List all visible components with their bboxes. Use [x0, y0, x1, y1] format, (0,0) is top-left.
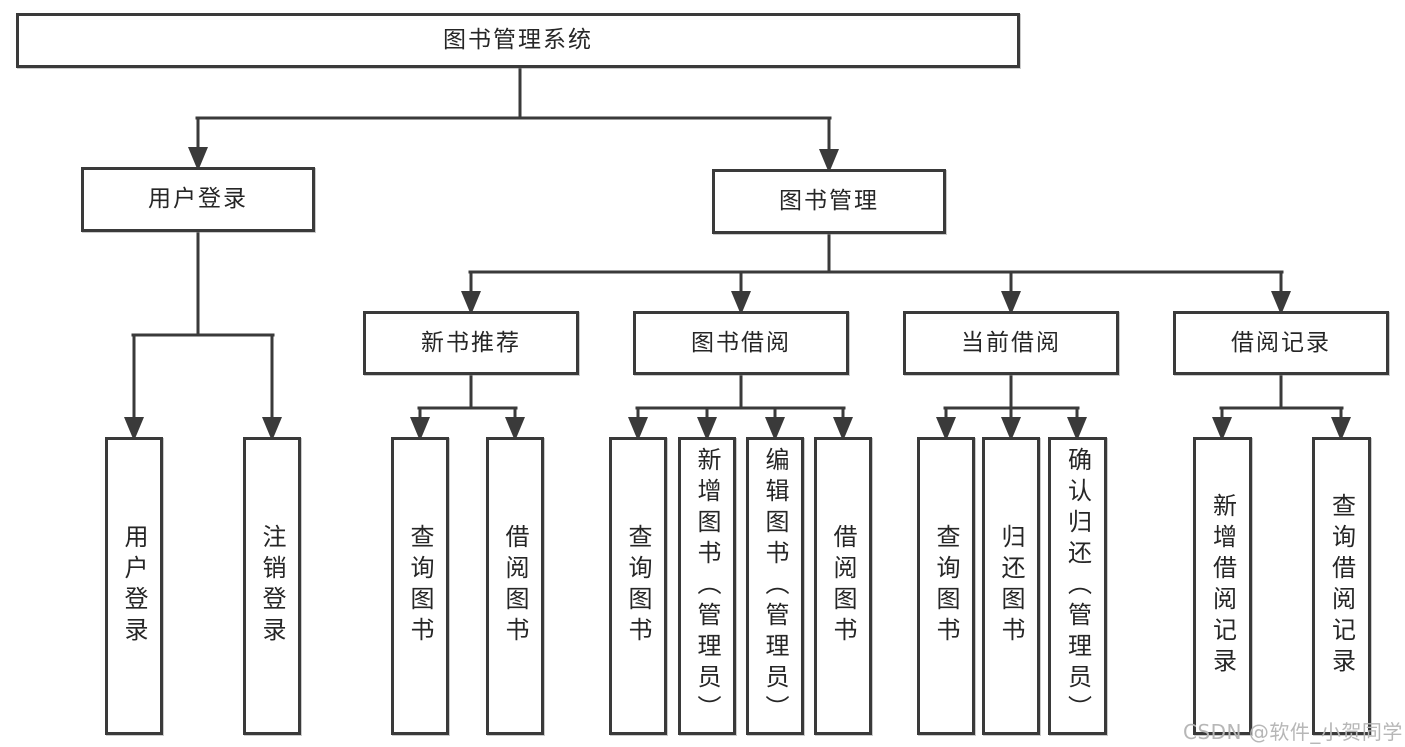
node-book-management-label: 图书管理: [779, 188, 879, 214]
arrowhead-down-icon: [765, 417, 785, 441]
leaf-current-query-books: 查询图书: [917, 437, 975, 735]
leaf-borrow-query-books-label: 查询图书: [624, 524, 652, 648]
leaf-recommend-query-books-label: 查询图书: [406, 524, 434, 648]
arrowhead-down-icon: [1271, 291, 1291, 315]
arrowhead-down-icon: [262, 417, 282, 441]
arrowhead-down-icon: [1212, 417, 1232, 441]
node-user-login: 用户登录: [81, 167, 315, 232]
node-new-book-recommend-label: 新书推荐: [421, 329, 521, 356]
arrowhead-down-icon: [461, 291, 481, 315]
node-book-borrow-label: 图书借阅: [691, 329, 791, 356]
node-book-management: 图书管理: [712, 169, 946, 234]
leaf-borrow-edit-books-admin: 编辑图书（管理员）: [746, 437, 804, 735]
arrowhead-down-icon: [819, 149, 839, 173]
leaf-current-return-books-label: 归还图书: [997, 524, 1025, 648]
leaf-recommend-query-books: 查询图书: [391, 437, 449, 735]
leaf-current-confirm-return-admin: 确认归还（管理员）: [1048, 437, 1107, 735]
leaf-borrow-borrow-books-label: 借阅图书: [829, 524, 857, 648]
arrowhead-down-icon: [505, 417, 525, 441]
leaf-borrow-add-books-admin: 新增图书（管理员）: [678, 437, 736, 735]
leaf-logout-label: 注销登录: [258, 524, 286, 648]
leaf-user-login: 用户登录: [105, 437, 163, 735]
arrowhead-down-icon: [628, 417, 648, 441]
leaf-borrow-add-books-admin-label: 新增图书（管理员）: [693, 446, 721, 726]
node-book-borrow: 图书借阅: [633, 311, 849, 375]
arrowhead-down-icon: [410, 417, 430, 441]
leaf-borrow-borrow-books: 借阅图书: [814, 437, 872, 735]
arrowhead-down-icon: [1001, 291, 1021, 315]
arrowhead-down-icon: [188, 147, 208, 171]
node-current-borrow-label: 当前借阅: [961, 329, 1061, 356]
node-current-borrow: 当前借阅: [903, 311, 1119, 375]
leaf-borrow-query-books: 查询图书: [609, 437, 667, 735]
arrowhead-down-icon: [936, 417, 956, 441]
node-borrow-records: 借阅记录: [1173, 311, 1389, 375]
arrowhead-down-icon: [697, 417, 717, 441]
arrowhead-down-icon: [1001, 417, 1021, 441]
leaf-current-return-books: 归还图书: [982, 437, 1040, 735]
arrowhead-down-icon: [731, 291, 751, 315]
leaf-current-confirm-return-admin-label: 确认归还（管理员）: [1063, 446, 1092, 726]
leaf-records-add-record: 新增借阅记录: [1193, 437, 1252, 735]
leaf-recommend-borrow-books-label: 借阅图书: [501, 524, 529, 648]
node-new-book-recommend: 新书推荐: [363, 311, 579, 375]
leaf-records-query-record-label: 查询借阅记录: [1327, 493, 1356, 679]
leaf-user-login-label: 用户登录: [120, 524, 148, 648]
arrowhead-down-icon: [1067, 417, 1087, 441]
node-root-system: 图书管理系统: [16, 13, 1020, 68]
arrowhead-down-icon: [833, 417, 853, 441]
leaf-borrow-edit-books-admin-label: 编辑图书（管理员）: [761, 446, 789, 726]
leaf-records-query-record: 查询借阅记录: [1312, 437, 1371, 735]
leaf-logout: 注销登录: [243, 437, 301, 735]
leaf-records-add-record-label: 新增借阅记录: [1208, 493, 1237, 679]
node-borrow-records-label: 借阅记录: [1231, 329, 1331, 356]
node-root-system-label: 图书管理系统: [443, 27, 593, 53]
csdn-watermark: CSDN @软件_小贺同学: [1183, 720, 1403, 744]
node-user-login-label: 用户登录: [148, 186, 248, 212]
arrowhead-down-icon: [1331, 417, 1351, 441]
leaf-current-query-books-label: 查询图书: [932, 524, 960, 648]
arrowhead-down-icon: [124, 417, 144, 441]
leaf-recommend-borrow-books: 借阅图书: [486, 437, 544, 735]
